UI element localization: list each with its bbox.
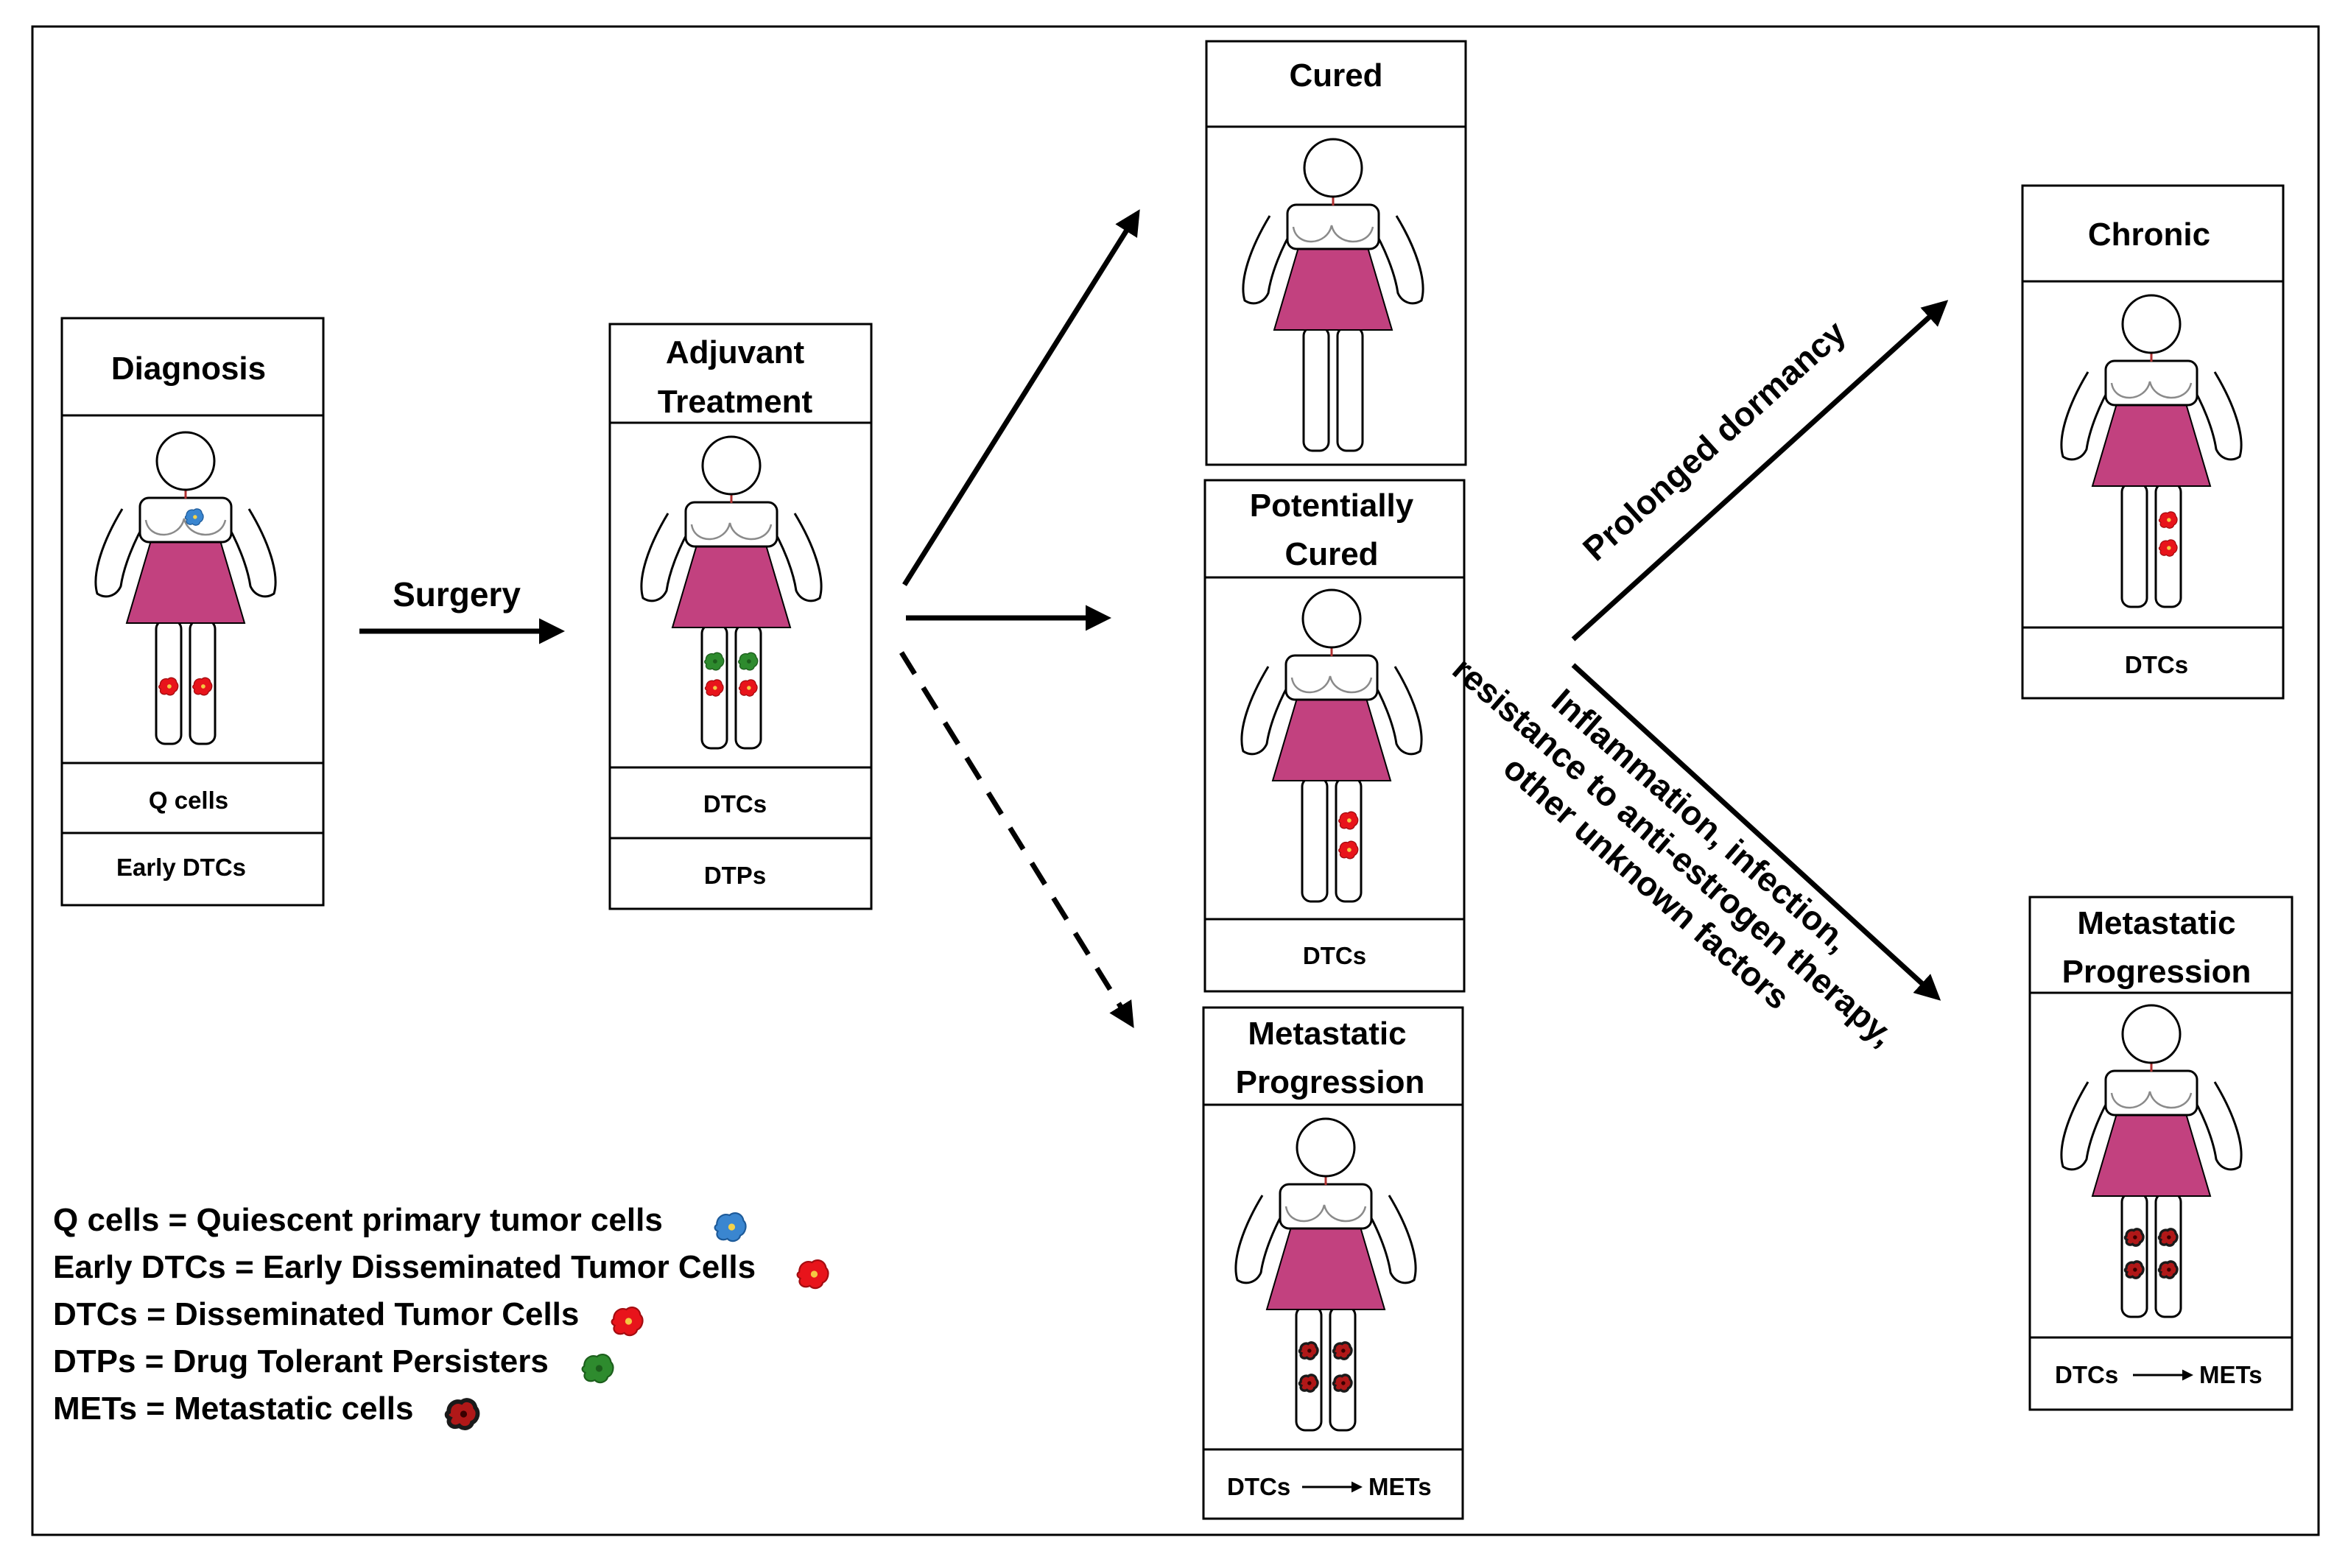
patient-figure (1240, 588, 1423, 903)
arrow-to-cured (902, 209, 1140, 586)
stage-title-line-2: Treatment (658, 384, 813, 420)
transition-to-label: METs (1368, 1473, 1432, 1500)
transition-from-label: DTCs (1227, 1473, 1290, 1500)
stage-title-line-2: Progression (2062, 954, 2252, 990)
arrow-to-metastatic-progression (899, 651, 1134, 1028)
stage-potentially-cured: Potentially Cured DTCs (1203, 479, 1466, 993)
arrow-prolonged-dormancy (1571, 300, 1949, 641)
stage-label-dtcs: DTCs (1303, 942, 1366, 969)
patient-figure (2060, 1004, 2243, 1318)
stage-label-early-dtcs: Early DTCs (116, 854, 246, 881)
stage-label-dtcs: DTCs (703, 790, 767, 818)
legend-cell-met (444, 1398, 480, 1430)
stage-title-line-1: Adjuvant (666, 334, 805, 370)
stage-metastatic-progression-right: Metastatic Progression DTCs METs (2028, 896, 2293, 1411)
legend-item-dtps: DTPs = Drug Tolerant Persisters (53, 1343, 549, 1379)
patient-figure (94, 431, 277, 745)
patient-figure (640, 435, 823, 750)
transition-from-label: DTCs (2055, 1361, 2118, 1388)
stage-chronic: Chronic DTCs (2021, 184, 2285, 700)
stage-title-line-2: Progression (1236, 1064, 1425, 1100)
stage-title-line-1: Metastatic (1248, 1016, 1406, 1052)
factors-line-2: resistance to anti-estrogen therapy, (1446, 650, 1902, 1054)
stage-title-line-1: Metastatic (2077, 905, 2235, 941)
arrow-surgery: Surgery (359, 575, 565, 644)
stage-title-line-1: Potentially (1250, 488, 1414, 524)
stage-title: Cured (1289, 57, 1382, 94)
arrow-factors (1571, 663, 1941, 1001)
stage-label-dtcs: DTCs (2125, 651, 2188, 678)
legend-item-early-dtcs: Early DTCs = Early Disseminated Tumor Ce… (53, 1249, 756, 1285)
legend-cell-early-dtc (796, 1259, 829, 1290)
outer-frame (31, 25, 2320, 1536)
legend-cell-dtp (581, 1354, 614, 1384)
stage-label-dtps: DTPs (704, 862, 766, 889)
arrow-label-prolonged-dormancy: Prolonged dormancy (1575, 313, 1853, 569)
patient-figure (2060, 294, 2243, 608)
stage-adjuvant-treatment: Adjuvant Treatment DTCs DTPs (608, 323, 873, 910)
stage-title: Diagnosis (111, 351, 266, 387)
legend-item-dtcs: DTCs = Disseminated Tumor Cells (53, 1296, 579, 1332)
stage-title-line-2: Cured (1284, 536, 1378, 572)
stage-cured: Cured (1205, 40, 1467, 466)
transition-to-label: METs (2199, 1361, 2263, 1388)
legend-cell-q (714, 1212, 747, 1242)
arrow-label-surgery: Surgery (393, 575, 521, 614)
arrow-label-factors: Inflammation, infection, resistance to a… (1446, 650, 1902, 1054)
patient-figure (1234, 1117, 1417, 1432)
legend-cell-dtc (611, 1307, 644, 1337)
stage-diagnosis: Diagnosis Q cells Early DTCs (60, 317, 325, 907)
legend-item-mets: METs = Metastatic cells (53, 1391, 414, 1427)
legend-item-q-cells: Q cells = Quiescent primary tumor cells (53, 1202, 663, 1238)
legend: Q cells = Quiescent primary tumor cells … (53, 1202, 829, 1430)
patient-figure (1242, 138, 1424, 452)
stage-title: Chronic (2088, 217, 2210, 253)
stage-label-q-cells: Q cells (149, 787, 228, 814)
stage-metastatic-progression-mid: Metastatic Progression DTCs METs (1202, 1006, 1464, 1520)
